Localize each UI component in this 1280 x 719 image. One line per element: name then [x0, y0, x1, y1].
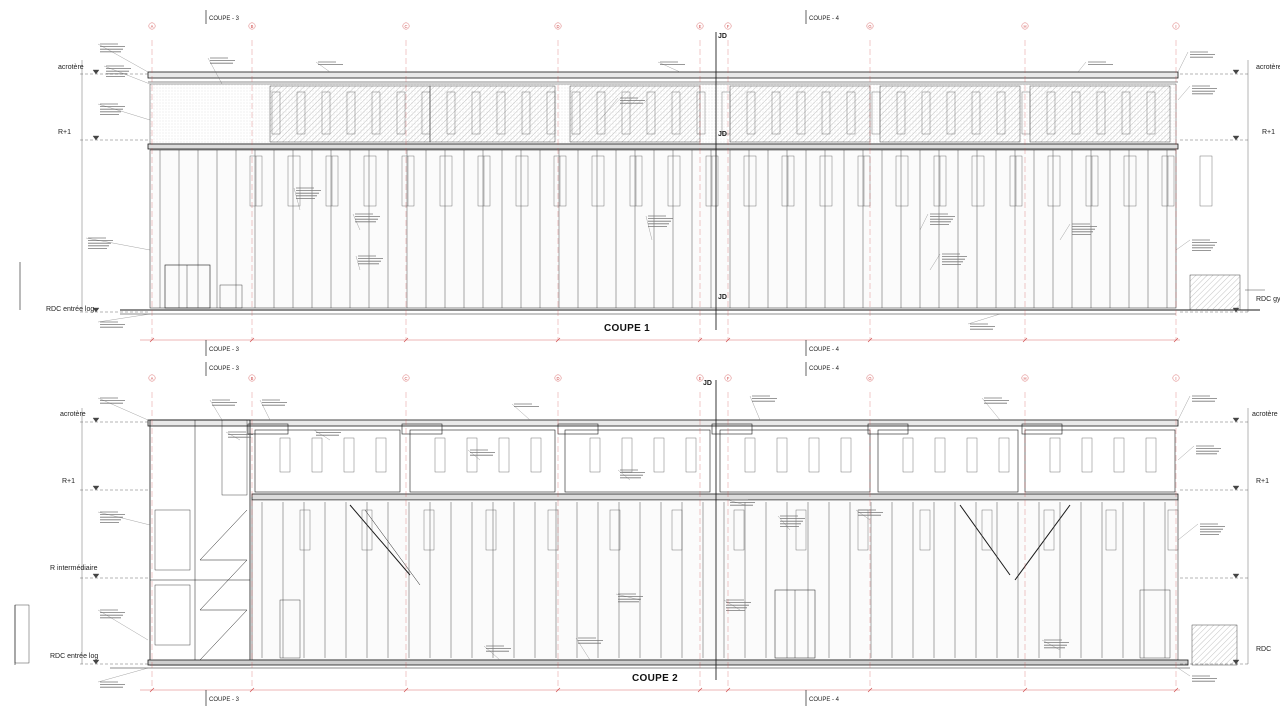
- coupe-1-floor-slab: [147, 143, 1179, 150]
- coupe-1-roof-slab: [147, 71, 1179, 79]
- c1-level-r1-right: R+1: [1262, 129, 1276, 136]
- grid-axis-label: D: [556, 376, 559, 381]
- cut-marker-4-top: COUPE - 4: [809, 16, 840, 22]
- grid-axis-label: I: [1175, 376, 1176, 381]
- coupe-2-gym-hall: [251, 499, 1179, 661]
- coupe-2-roof-slab: [147, 419, 1179, 427]
- grid-axis-label: E: [699, 24, 702, 29]
- joint-label-coupe-2: JD: [703, 380, 712, 387]
- grid-axis-label: H: [1023, 24, 1026, 29]
- grid-axis-label: G: [868, 376, 871, 381]
- grid-axis-label: F: [727, 376, 730, 381]
- c2-level-r1-left: R+1: [62, 478, 76, 485]
- grid-axis-label: B: [251, 376, 254, 381]
- grid-axis-label: A: [151, 376, 154, 381]
- c2-level-acrotere-left: acrotère: [60, 411, 86, 418]
- coupe-1-title: COUPE 1: [604, 323, 651, 334]
- cut-marker-4-mid: COUPE - 4: [809, 347, 840, 353]
- grid-axis-label: C: [404, 376, 407, 381]
- grid-axis-label: H: [1023, 376, 1026, 381]
- grid-axis-label: C: [404, 24, 407, 29]
- grid-axis-label: F: [727, 24, 730, 29]
- grid-axis-label: G: [868, 24, 871, 29]
- cut-marker-3-top: COUPE - 3: [209, 16, 240, 22]
- joint-label-top: JD: [718, 33, 727, 40]
- grid-axis-label: E: [699, 376, 702, 381]
- coupe-1-ground-floor: [149, 149, 1177, 309]
- c1-level-rdc-right: RDC gymna: [1256, 296, 1280, 303]
- c2-level-r1-right: R+1: [1256, 478, 1270, 485]
- grid-axis-label: A: [151, 24, 154, 29]
- c2-level-intermediaire-left: R intermédiaire: [50, 565, 98, 572]
- cut-marker-3-mid: COUPE - 3: [209, 347, 240, 353]
- grid-axis-label: B: [251, 24, 254, 29]
- grid-axis-label: D: [556, 24, 559, 29]
- grid-axis-label: I: [1175, 24, 1176, 29]
- cut-marker-3-bottom: COUPE - 3: [209, 697, 240, 703]
- cut-marker-3-upper: COUPE - 3: [209, 366, 240, 372]
- c2-level-rdc-left: RDC entrée log: [50, 653, 99, 660]
- coupe-2-section: [14, 419, 1238, 669]
- c2-level-acrotere-right: acrotère: [1252, 411, 1278, 418]
- c1-level-acrotere-left: acrotère: [58, 64, 84, 71]
- c1-level-rdc-left: RDC entrée log: [46, 306, 95, 313]
- coupe-2-stair-core: [149, 419, 251, 666]
- cut-marker-4-upper: COUPE - 4: [809, 366, 840, 372]
- coupe-1-section: [19, 71, 1265, 315]
- c2-level-rdc-right: RDC: [1256, 646, 1272, 653]
- joint-label-bottom: JD: [718, 294, 727, 301]
- c1-level-r1-left: R+1: [58, 129, 72, 136]
- joint-label-mid: JD: [718, 131, 727, 138]
- cut-marker-4-bottom: COUPE - 4: [809, 697, 840, 703]
- c1-level-acrotere-right: acrotère: [1256, 64, 1280, 71]
- coupe-2-floor-slab: [251, 493, 1179, 501]
- coupe-2-title: COUPE 2: [632, 673, 679, 684]
